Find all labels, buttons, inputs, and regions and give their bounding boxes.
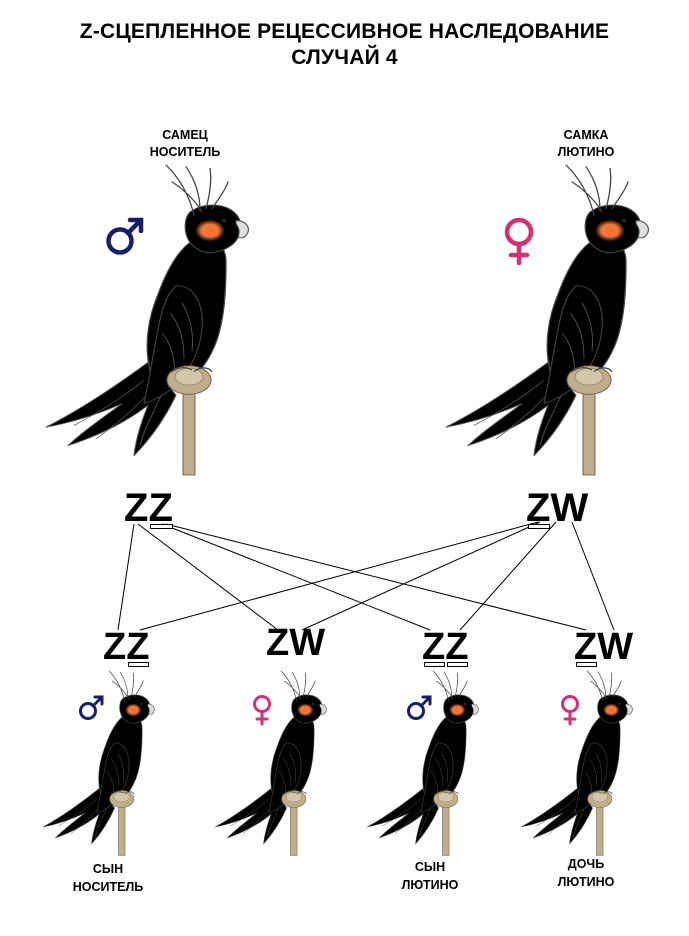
child-2-female-symbol-icon bbox=[253, 695, 271, 726]
child-3-allele-1: Z bbox=[422, 626, 446, 668]
child-3-male-symbol-icon bbox=[407, 695, 432, 720]
male-symbol-icon bbox=[106, 217, 144, 255]
female-symbol-icon bbox=[504, 217, 534, 266]
recessive-marker bbox=[128, 662, 150, 667]
child-4-female-symbol-icon bbox=[561, 695, 579, 726]
child-4-allele-2: W bbox=[597, 626, 634, 668]
recessive-marker bbox=[150, 524, 173, 529]
child-1-allele-2: Z bbox=[126, 626, 150, 668]
line-father-z2-child3 bbox=[161, 523, 431, 631]
child-4-label-line2: ЛЮТИНО bbox=[557, 875, 615, 889]
child-1-allele-1: Z bbox=[103, 626, 127, 668]
page-title: Z-СЦЕПЛЕННОЕ РЕЦЕССИВНОЕ НАСЛЕДОВАНИЕ bbox=[79, 20, 610, 43]
child-3-label: СЫН ЛЮТИНО bbox=[380, 858, 480, 894]
child-1-label-line2: НОСИТЕЛЬ bbox=[72, 880, 144, 894]
child-1-label: СЫН НОСИТЕЛЬ bbox=[58, 860, 158, 896]
father-genotype: ZZ bbox=[124, 486, 173, 530]
line-father-z1-child1 bbox=[117, 523, 135, 631]
line-mother-w-child2 bbox=[459, 521, 557, 631]
child-3-bird bbox=[366, 670, 479, 856]
child-2-genotype: ZW bbox=[266, 624, 325, 662]
mother-bird bbox=[445, 164, 650, 476]
page-subtitle: СЛУЧАЙ 4 bbox=[291, 46, 398, 69]
father-label-line1: САМЕЦ bbox=[162, 128, 208, 142]
child-3-allele-2: Z bbox=[445, 626, 469, 668]
recessive-marker bbox=[528, 524, 551, 529]
mother-label-line1: САМКА bbox=[563, 128, 609, 142]
mother-allele-1: Z bbox=[526, 486, 551, 530]
child-2-allele-1: Z bbox=[266, 622, 290, 664]
line-father-z2-child4 bbox=[165, 523, 587, 631]
child-3-label-line1: СЫН bbox=[414, 860, 446, 874]
father-label-line2: НОСИТЕЛЬ bbox=[149, 145, 221, 159]
child-4-label: ДОЧЬ ЛЮТИНО bbox=[536, 855, 636, 891]
recessive-marker bbox=[447, 662, 469, 667]
mother-label-line2: ЛЮТИНО bbox=[557, 145, 615, 159]
inheritance-lines bbox=[117, 521, 615, 631]
father-allele-1: Z bbox=[124, 486, 149, 530]
child-1-male-symbol-icon bbox=[79, 695, 104, 720]
child-1-genotype: ZZ bbox=[103, 626, 150, 668]
recessive-marker bbox=[424, 662, 446, 667]
child-4-allele-1: Z bbox=[574, 626, 598, 668]
recessive-marker bbox=[576, 662, 598, 667]
father-allele-2: Z bbox=[148, 486, 173, 530]
child-2-bird bbox=[214, 670, 327, 856]
line-mother-z-child1 bbox=[139, 521, 539, 631]
mother-allele-2: W bbox=[550, 486, 589, 530]
child-3-label-line2: ЛЮТИНО bbox=[401, 878, 459, 892]
father-label: САМЕЦ НОСИТЕЛЬ bbox=[135, 127, 235, 161]
child-1-label-line1: СЫН bbox=[92, 862, 124, 876]
child-2-allele-2: W bbox=[289, 622, 326, 664]
child-4-label-line1: ДОЧЬ bbox=[567, 857, 605, 871]
line-mother-z-child3 bbox=[301, 521, 541, 631]
line-mother-w-child4 bbox=[571, 521, 615, 631]
father-bird bbox=[45, 164, 250, 476]
line-father-z1-child2 bbox=[137, 523, 279, 631]
mother-label: САМКА ЛЮТИНО bbox=[536, 127, 636, 161]
